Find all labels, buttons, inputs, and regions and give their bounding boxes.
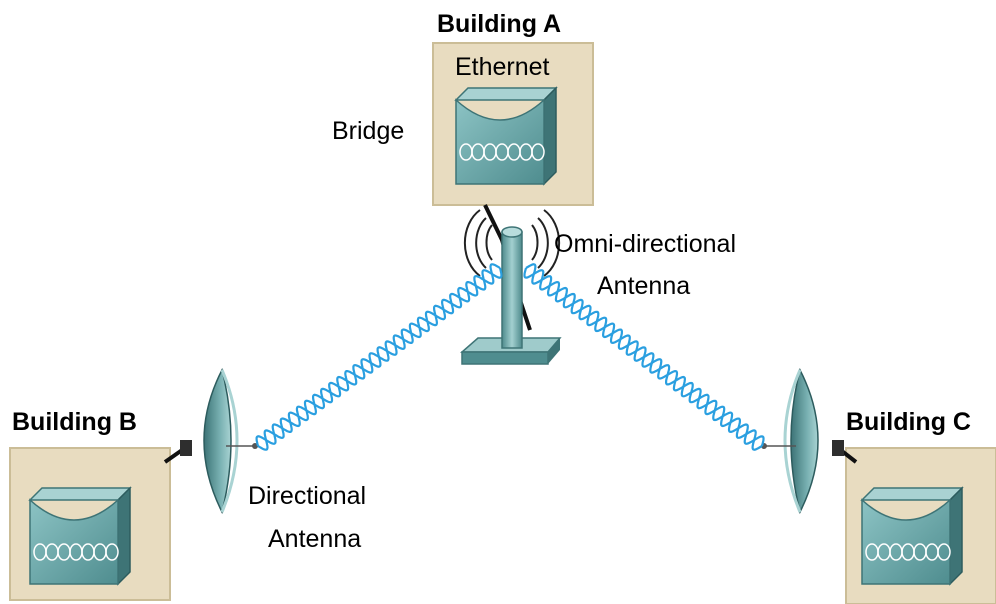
wave-strand (255, 267, 503, 447)
wireless-signal-right-icon (523, 263, 765, 451)
wave-strand (525, 263, 763, 451)
bridge-device-a-icon (454, 86, 558, 186)
directional-antenna-label-line2: Antenna (268, 525, 362, 553)
wireless-signal-left-icon (255, 263, 503, 451)
omni-radiation-arcs-icon (463, 209, 561, 277)
bridge-device-b-icon (28, 486, 132, 586)
directional-dish-b-icon (180, 367, 258, 515)
building-a-title: Building A (437, 10, 562, 38)
bridge-label: Bridge (332, 117, 405, 145)
building-b-title: Building B (12, 408, 137, 436)
omni-antenna-label-line1: Omni-directional (554, 230, 737, 258)
building-c-title: Building C (846, 408, 971, 436)
omni-antenna-label-line2: Antenna (597, 272, 691, 300)
bridge-device-c-icon (860, 486, 964, 586)
omni-antenna-icon (460, 226, 562, 365)
directional-dish-c-icon (761, 367, 844, 515)
ethernet-label: Ethernet (455, 53, 550, 81)
directional-antenna-label-line1: Directional (248, 482, 367, 510)
